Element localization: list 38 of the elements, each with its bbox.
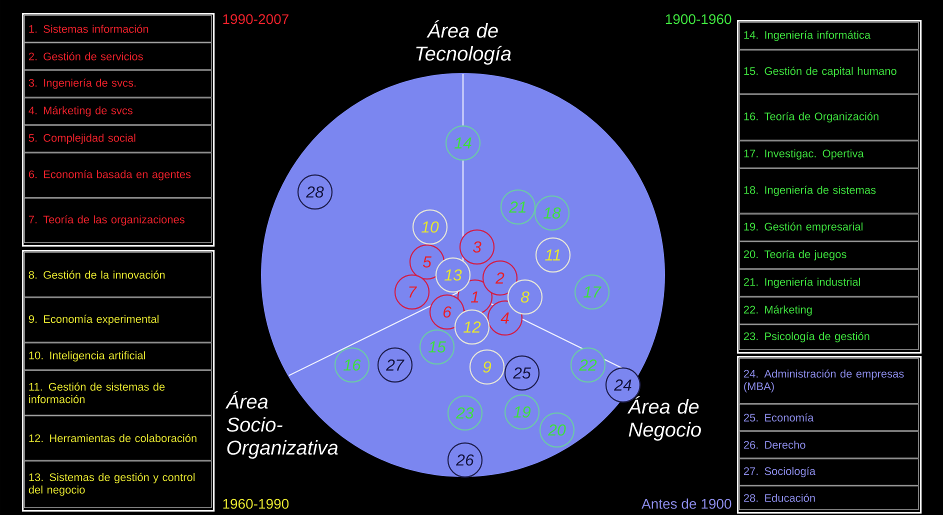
list-frame <box>737 20 922 354</box>
list-item: 28. Educación <box>739 486 919 510</box>
list-item: 24. Administración de empresas (MBA) <box>739 358 919 404</box>
area-label: Área de Tecnología <box>416 20 511 65</box>
list-item: 13. Sistemas de gestión y control del negocio <box>24 460 212 508</box>
era-label: Antes de 1900 <box>642 498 732 509</box>
list-item: 20. Teoría de juegos <box>739 241 919 269</box>
list-item: 25. Economía <box>739 404 919 432</box>
list-frame <box>22 250 215 512</box>
list-item: 1. Sistemas información <box>24 15 212 42</box>
list-item: 15. Gestión de capital humano <box>739 50 919 94</box>
era-label: 1900-1960 <box>666 14 732 24</box>
list-item: 10. Inteligencia artificial <box>24 342 212 370</box>
list-item: 14. Ingeniería informática <box>739 22 919 50</box>
list-item: 11. Gestión de sistemas de información <box>24 370 212 416</box>
list-item: 22. Márketing <box>739 296 919 324</box>
era-label: 1990-2007 <box>223 14 288 24</box>
list-frame <box>737 356 922 514</box>
list-item: 3. Ingeniería de svcs. <box>24 70 212 98</box>
list-item: 5. Complejidad social <box>24 125 212 153</box>
list-item: 17. Investigac. Opertiva <box>739 140 919 168</box>
list-item: 18. Ingeniería de sistemas <box>739 168 919 214</box>
list-item: 6. Economía basada en agentes <box>24 152 212 198</box>
list-item: 2. Gestión de servicios <box>24 42 212 70</box>
list-item: 4. Márketing de svcs <box>24 98 212 126</box>
list-item: 19. Gestión empresarial <box>739 214 919 242</box>
list-item: 23. Psicología de gestión <box>739 324 919 350</box>
list-item: 21. Ingeniería industrial <box>739 269 919 297</box>
list-item: 27. Sociología <box>739 458 919 486</box>
list-frame <box>22 13 215 247</box>
area-label: Área Socio-Organizativa <box>225 391 338 459</box>
list-item: 7. Teoría de las organizaciones <box>24 198 212 243</box>
list-item: 26. Derecho <box>739 431 919 458</box>
list-item: 8. Gestión de la innovación <box>24 252 212 298</box>
list-item: 9. Economía experimental <box>24 297 212 343</box>
era-label: 1960-1990 <box>223 498 289 509</box>
list-item: 16. Teoría de Organización <box>739 94 919 140</box>
list-item: 12. Herramientas de colaboración <box>24 415 212 461</box>
